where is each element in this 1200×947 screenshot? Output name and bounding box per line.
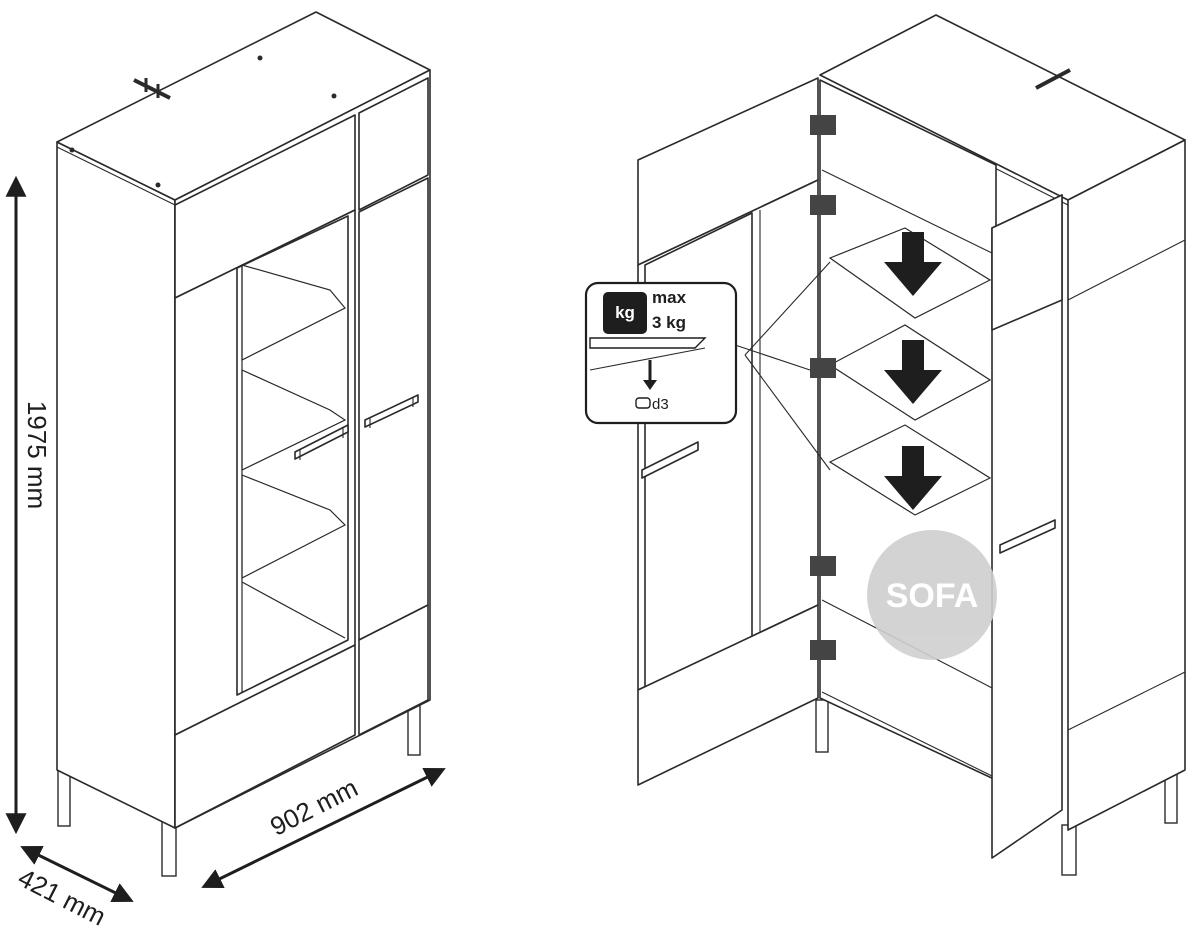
max-label: max <box>652 288 687 307</box>
cabinet-leg <box>407 704 421 756</box>
glass-shelf <box>828 227 992 319</box>
cabinet-interior <box>819 79 997 781</box>
glass-shelf <box>828 324 992 421</box>
upper-right-door <box>991 194 1063 331</box>
height-label: 1975 mm <box>22 401 52 509</box>
weight-badge: kg <box>615 303 635 322</box>
bottom-right-panel <box>358 604 429 736</box>
door-handle <box>294 424 349 460</box>
cabinet-side-panel <box>1067 139 1186 831</box>
cabinet-leg <box>815 699 829 753</box>
open-cabinet-illustration <box>637 14 1186 876</box>
bottom-left-panel-open <box>637 604 819 786</box>
wall-bracket-icon <box>1035 68 1071 90</box>
sofa-watermark: SOFA <box>867 530 997 660</box>
door-handle <box>364 394 419 428</box>
cabinet-leg <box>161 819 177 877</box>
shelf-load-callout: kg max 3 kg d3 <box>584 261 831 471</box>
wall-bracket-icon <box>133 78 171 100</box>
screw-size-label: d3 <box>652 396 669 413</box>
glass-shelf <box>241 369 347 471</box>
height-dimension: 1975 mm <box>5 175 52 835</box>
door-handle <box>641 441 699 479</box>
max-load-value: 3 kg <box>652 313 686 332</box>
weight-icon <box>603 292 647 334</box>
closed-cabinet-illustration <box>56 11 431 877</box>
cabinet-leg <box>57 769 71 827</box>
glass-shelf <box>828 424 992 516</box>
upper-right-door <box>358 77 429 211</box>
door-handle <box>999 519 1056 554</box>
depth-label: 421 mm <box>13 862 110 931</box>
glass-pane <box>236 215 349 696</box>
depth-dimension: 421 mm <box>13 845 134 932</box>
cabinet-leg <box>1061 824 1077 876</box>
hinge-icon <box>810 115 836 660</box>
down-arrow-icon <box>884 232 942 510</box>
glass-shelf <box>241 474 347 579</box>
watermark-text: SOFA <box>886 577 979 615</box>
glass-shelf <box>241 264 346 361</box>
cabinet-side-panel <box>56 141 176 829</box>
screw-icon <box>635 397 651 409</box>
